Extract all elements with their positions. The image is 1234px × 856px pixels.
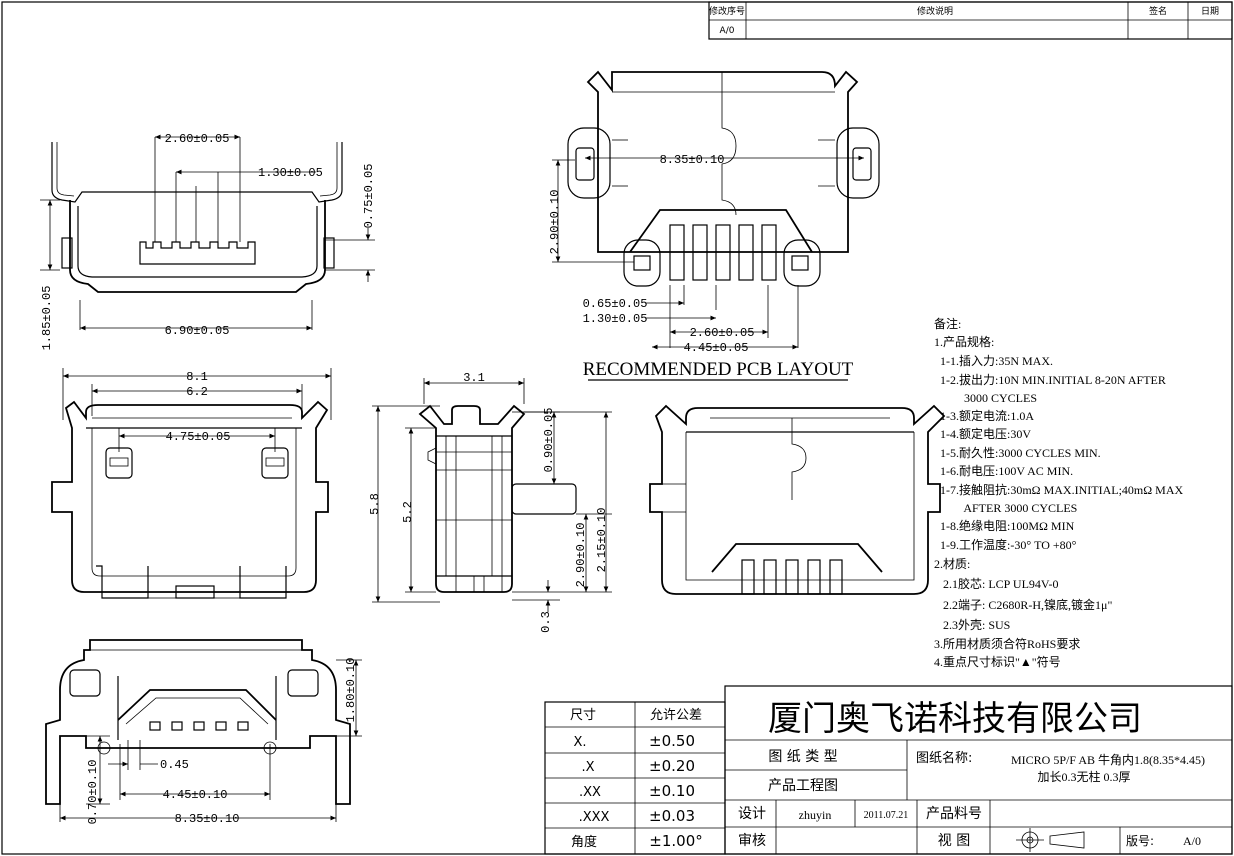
tol-row-size: .XXX <box>579 810 610 825</box>
side-dim-width: 3.1 <box>463 371 485 385</box>
side-dim-h1: 5.8 <box>368 493 382 515</box>
pcb-dim-pad-width: 0.65±0.05 <box>583 297 648 311</box>
pcb-layout-title: RECOMMENDED PCB LAYOUT <box>583 359 854 380</box>
bottom-dim-d5: 1.80±0.10 <box>344 658 358 723</box>
drawing-type-label: 图 纸 类 型 <box>768 749 837 765</box>
bottom-dim-d1: 0.45 <box>160 758 189 772</box>
side-dim-d2: 2.90±0.10 <box>574 523 588 588</box>
tolerance-table: 尺寸 允许公差 X. ±0.50 .X ±0.20 .XX ±0.10 .XXX… <box>544 701 726 855</box>
bottom-view: 0.45 4.45±0.10 8.35±0.10 0.70±0.10 1.80±… <box>45 639 362 826</box>
tol-row-value: ±0.03 <box>649 807 695 825</box>
front-view: 2.60±0.05 1.30±0.05 0.75±0.05 1.85±0.05 … <box>40 132 376 350</box>
bottom-dim-d2: 4.45±0.10 <box>163 788 228 802</box>
note-line: 2.2端子: C2680R-H,镍底,镀金1μ" <box>934 597 1112 612</box>
note-line: 2.3外壳: SUS <box>934 618 1010 632</box>
designer-name: zhuyin <box>799 808 832 822</box>
note-line: 3.所用材质须合符RoHS要求 <box>934 636 1080 651</box>
tol-row-value: ±0.50 <box>649 732 695 750</box>
company-name: 厦门奥飞诺科技有限公司 <box>768 699 1142 739</box>
bottom-dim-d4: 0.70±0.10 <box>86 760 100 825</box>
note-line: 1-1.插入力:35N MAX. <box>934 354 1053 368</box>
drawing-name-line-1: MICRO 5P/F AB 牛角内1.8(8.35*4.45) <box>1011 752 1205 767</box>
drawing-name-line-2: 加长0.3无柱 0.3厚 <box>1037 769 1130 784</box>
tol-row-size: X. <box>573 735 586 750</box>
top-dim-w2: 6.2 <box>186 385 208 399</box>
bottom-dim-d3: 8.35±0.10 <box>175 812 240 826</box>
note-line: 4.重点尺寸标识"▲"符号 <box>934 654 1061 669</box>
drawing-type: 产品工程图 <box>768 778 838 794</box>
design-date: 2011.07.21 <box>864 810 909 821</box>
note-line: 2.1胶芯: LCP UL94V-0 <box>934 576 1058 591</box>
review-label: 审核 <box>738 833 766 849</box>
note-line: 1-4.额定电压:30V <box>934 426 1031 441</box>
tol-header-size: 尺寸 <box>570 708 596 723</box>
note-line: 2.材质: <box>934 557 970 571</box>
notes: 备注: 1.产品规格: 1-1.插入力:35N MAX. 1-2.拔出力:10N… <box>934 316 1183 669</box>
front-dim-center: 1.30±0.05 <box>258 166 323 180</box>
front-dim-pitch: 2.60±0.05 <box>165 132 230 146</box>
revision-table: 修改序号 修改说明 签名 日期 A/0 <box>708 1 1233 40</box>
top-view: 8.1 6.2 4.75±0.05 <box>51 368 332 599</box>
rear-view <box>649 404 946 595</box>
side-dim-d3: 2.15±0.10 <box>595 508 609 573</box>
version-value: A/0 <box>1183 834 1201 848</box>
pcb-dim-pitch2: 2.60±0.05 <box>690 326 755 340</box>
drawing-name-label: 图纸名称: <box>916 750 972 766</box>
rev-header-sign: 签名 <box>1149 5 1167 17</box>
rev-header-date: 日期 <box>1201 6 1219 17</box>
note-line: 3000 CYCLES <box>934 391 1037 405</box>
note-line: AFTER 3000 CYCLES <box>934 501 1077 515</box>
note-line: 备注: <box>934 316 961 331</box>
tol-row-size: 角度 <box>571 834 597 850</box>
front-dim-height: 0.75±0.05 <box>362 164 376 229</box>
side-dim-d4: 0.3 <box>539 611 553 633</box>
projection-symbol-icon <box>1016 828 1085 852</box>
design-label: 设计 <box>738 806 766 822</box>
tol-row-value: ±0.10 <box>649 782 695 800</box>
note-line: 1.产品规格: <box>934 334 994 349</box>
tol-row-size: .X <box>581 760 594 775</box>
title-block: 厦门奥飞诺科技有限公司 图 纸 类 型 产品工程图 图纸名称: MICRO 5P… <box>724 685 1233 855</box>
tol-row-value: ±1.00° <box>649 832 702 850</box>
note-line: 1-6.耐电压:100V AC MIN. <box>934 464 1073 478</box>
note-line: 1-7.接触阻抗:30mΩ MAX.INITIAL;40mΩ MAX <box>934 482 1183 497</box>
top-dim-post-span: 4.75±0.05 <box>166 430 231 444</box>
top-dim-w1: 8.1 <box>186 370 208 384</box>
version-label: 版号: <box>1126 834 1154 848</box>
note-line: 1-2.拔出力:10N MIN.INITIAL 8-20N AFTER <box>934 372 1166 387</box>
part-no-label: 产品料号 <box>926 806 982 822</box>
rev-header-desc: 修改说明 <box>917 5 953 17</box>
note-line: 1-9.工作温度:-30° TO +80° <box>934 537 1077 552</box>
note-line: 1-3.额定电流:1.0A <box>934 408 1034 423</box>
rev-value-no: A/0 <box>720 26 735 36</box>
note-line: 1-8.绝缘电阻:100MΩ MIN <box>934 518 1075 533</box>
tol-row-value: ±0.20 <box>649 757 695 775</box>
pcb-layout-view: 8.35±0.10 2.90±0.10 0.65±0.05 1.30±0.05 … <box>548 70 880 381</box>
pcb-dim-height: 2.90±0.10 <box>548 190 562 255</box>
tol-row-size: .XX <box>579 785 601 800</box>
note-line: 1-5.耐久性:3000 CYCLES MIN. <box>934 446 1101 460</box>
tol-header-tolerance: 允许公差 <box>650 707 702 723</box>
view-label: 视 图 <box>938 833 970 849</box>
rev-header-no: 修改序号 <box>709 5 745 17</box>
pcb-dim-length: 8.35±0.10 <box>660 153 725 167</box>
side-view: 3.1 5.8 5.2 0.90±0.05 2.90±0.10 2.15±0.1… <box>368 371 612 633</box>
front-dim-width: 6.90±0.05 <box>165 324 230 338</box>
side-dim-d1: 0.90±0.05 <box>542 408 556 473</box>
front-dim-total-height: 1.85±0.05 <box>40 286 54 351</box>
pcb-dim-span: 4.45±0.05 <box>684 341 749 355</box>
side-dim-h2: 5.2 <box>401 501 415 523</box>
pcb-dim-pad-pitch: 1.30±0.05 <box>583 312 648 326</box>
